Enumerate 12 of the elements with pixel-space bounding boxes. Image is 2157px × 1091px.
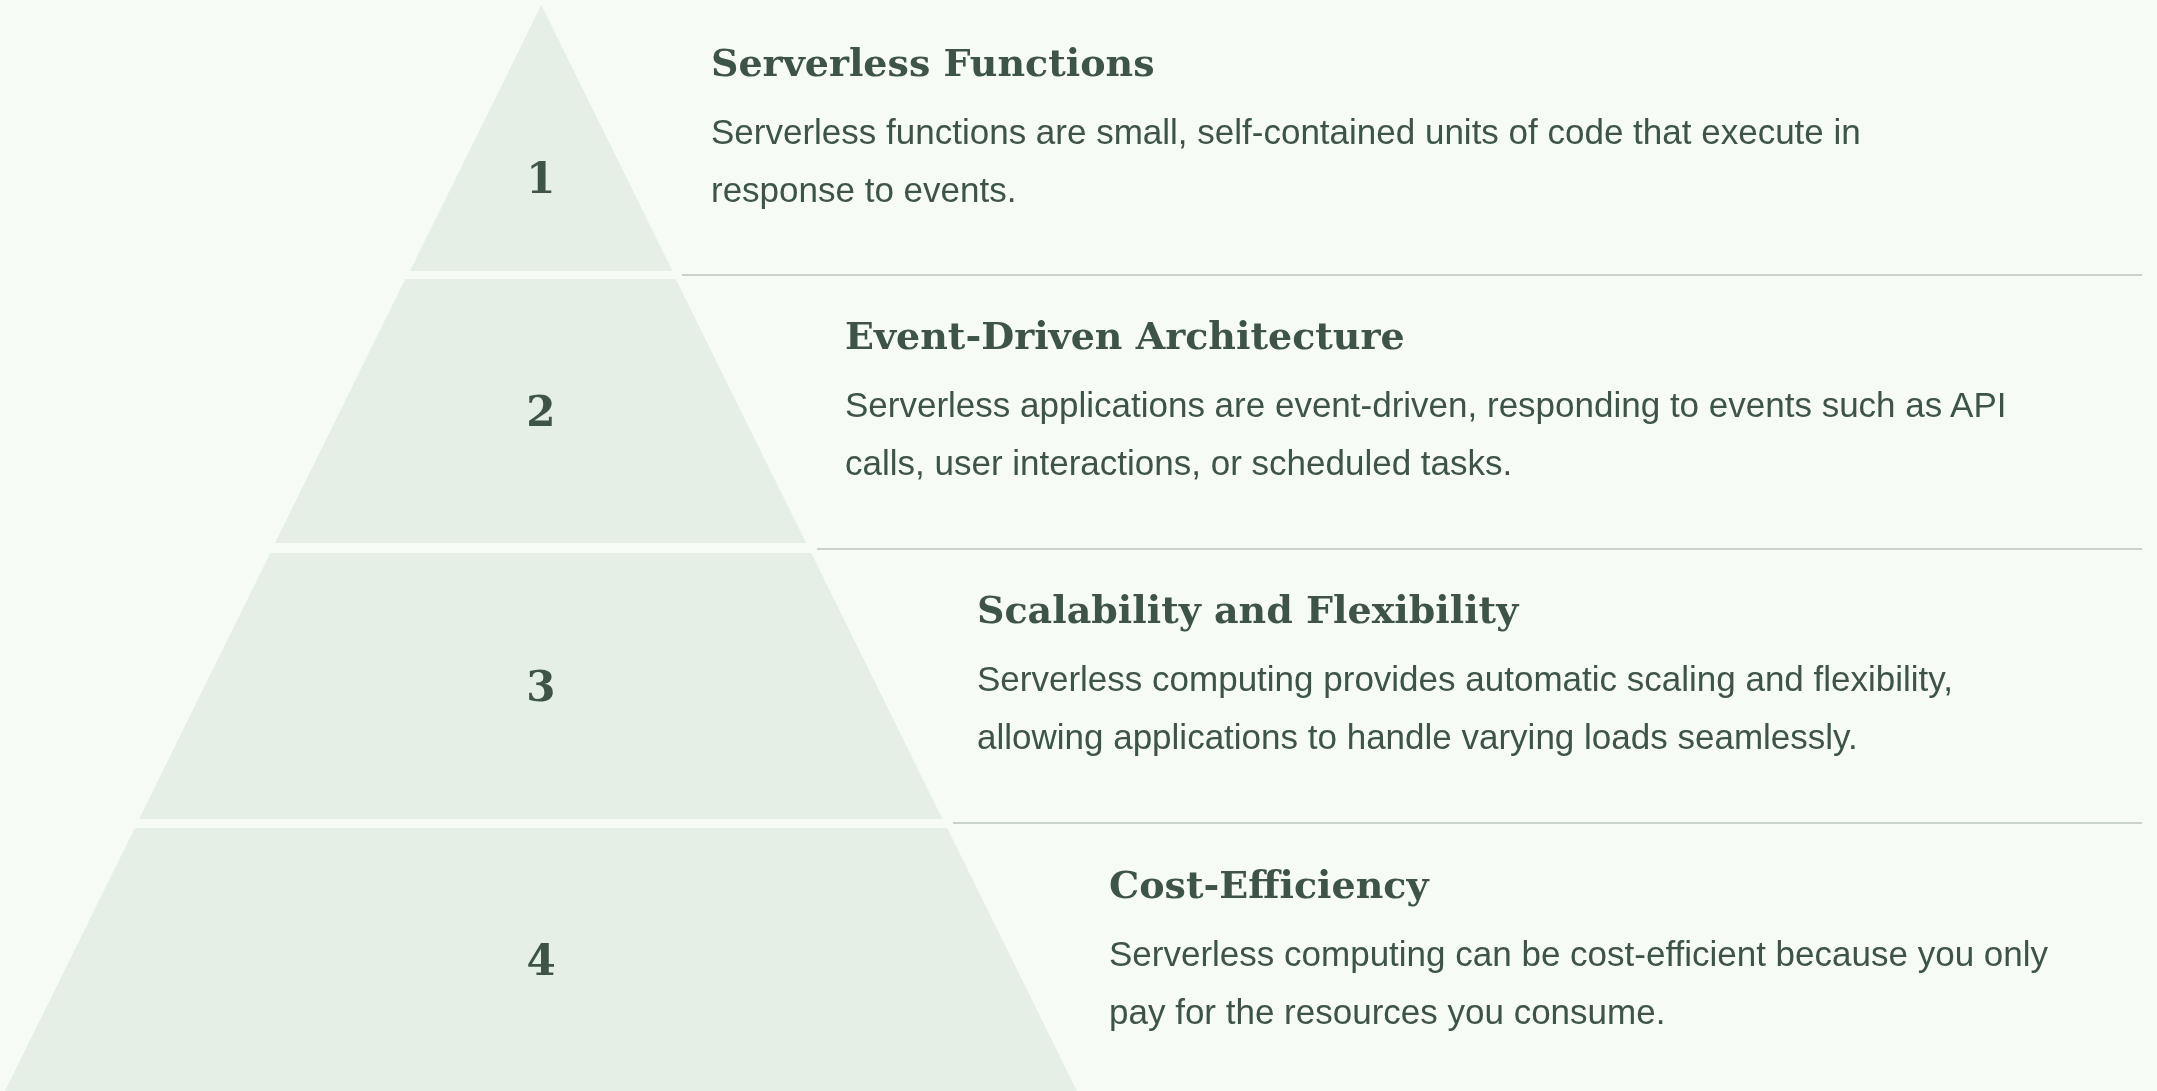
layer-number: 2 xyxy=(526,386,556,436)
description-text: Serverless computing can be cost-efficient because you only pay for the resources you consume. xyxy=(1109,933,2050,1033)
layer-number: 1 xyxy=(526,153,556,203)
section-heading: Scalability and Flexibility xyxy=(977,587,1519,632)
layer-number: 3 xyxy=(526,661,556,711)
section-heading: Serverless Functions xyxy=(711,40,1155,85)
layer-number: 4 xyxy=(526,935,556,984)
description-text: Serverless applications are event-driven, responding to events such as API calls, user interactions, or scheduled tasks. xyxy=(845,384,2008,484)
section-heading: Event-Driven Architecture xyxy=(845,313,1405,358)
section-heading: Cost-Efficiency xyxy=(1109,862,1429,907)
description-text: Serverless computing provides automatic scaling and flexibility, allowing applications to handle varying loads seamlessly. xyxy=(977,658,1954,758)
description-text: Serverless functions are small, self-contained units of code that execute in response to events. xyxy=(711,111,1862,211)
